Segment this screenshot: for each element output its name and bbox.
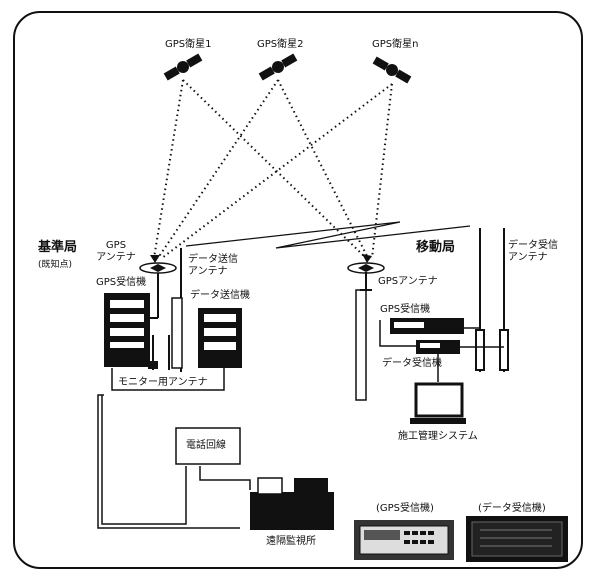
mobile-station-title: 移動局	[416, 240, 456, 255]
mobile-data-receiver-unit	[416, 340, 460, 354]
construction-system-label: 施工管理システム	[398, 431, 478, 442]
mobile-gps-antenna-icon	[347, 262, 385, 274]
base-station-subtitle: (既知点)	[38, 260, 73, 270]
satellite-1-icon	[163, 53, 203, 81]
base-cable-lines	[97, 394, 251, 529]
base-station-title: 基準局	[38, 240, 78, 255]
base-data-tx-antenna-label: データ送信 アンテナ	[188, 254, 238, 278]
mobile-mast	[355, 272, 372, 401]
base-gps-antenna-label-line2: アンテナ	[96, 252, 136, 263]
base-data-tx-antenna-label-line2: アンテナ	[188, 266, 228, 277]
satellite-2-label: GPS衛星2	[257, 39, 304, 50]
base-data-transmitter-label: データ送信機	[190, 290, 250, 301]
diagram-frame	[13, 11, 583, 569]
mobile-data-rx-antenna-label-line2: アンテナ	[508, 252, 548, 263]
mobile-data-receiver-label: データ受信機	[382, 358, 442, 369]
base-data-transmitter-rack	[198, 308, 242, 368]
mobile-data-rx-antenna-icon	[475, 228, 509, 372]
base-gps-antenna-label: GPS アンテナ	[96, 240, 136, 264]
signal-arrowheads	[150, 254, 372, 263]
mobile-gps-receiver-label: GPS受信機	[380, 304, 431, 315]
remote-monitoring-label: 遠隔監視所	[266, 536, 316, 547]
data-receiver-caption: (データ受信機)	[478, 503, 546, 514]
base-gps-receiver-rack	[104, 293, 158, 367]
monitor-antenna-label: モニター用アンテナ	[118, 377, 208, 388]
satellite-n-label: GPS衛星n	[372, 39, 419, 50]
remote-monitoring-desk	[250, 477, 334, 530]
monitor-antenna-icon	[148, 335, 170, 370]
mobile-data-rx-antenna-label-line1: データ受信	[508, 240, 558, 251]
satellite-2-icon	[258, 53, 298, 81]
satellite-1-label: GPS衛星1	[165, 39, 212, 50]
base-data-tx-antenna-icon	[171, 248, 183, 372]
mobile-data-rx-antenna-label: データ受信 アンテナ	[508, 240, 558, 264]
monitor-antenna-bracket	[111, 368, 225, 391]
data-receiver-device-photo	[466, 516, 568, 562]
gps-receiver-device-photo	[354, 520, 454, 560]
base-gps-antenna-icon	[139, 262, 177, 318]
base-gps-receiver-label: GPS受信機	[96, 277, 147, 288]
radio-link-line	[185, 221, 471, 249]
base-data-tx-antenna-label-line1: データ送信	[188, 254, 238, 265]
satellite-signal-lines	[153, 79, 393, 259]
base-gps-antenna-label-line1: GPS	[105, 240, 127, 251]
mobile-gps-antenna-label: GPSアンテナ	[378, 276, 438, 287]
phone-line-label: 電話回線	[186, 440, 226, 451]
mobile-gps-receiver-unit	[390, 318, 464, 334]
gps-receiver-caption: (GPS受信機)	[376, 503, 434, 514]
mobile-cable-lines	[379, 320, 504, 382]
phone-line-box	[175, 427, 241, 465]
construction-pc-icon	[410, 382, 466, 424]
satellite-n-icon	[372, 56, 412, 84]
